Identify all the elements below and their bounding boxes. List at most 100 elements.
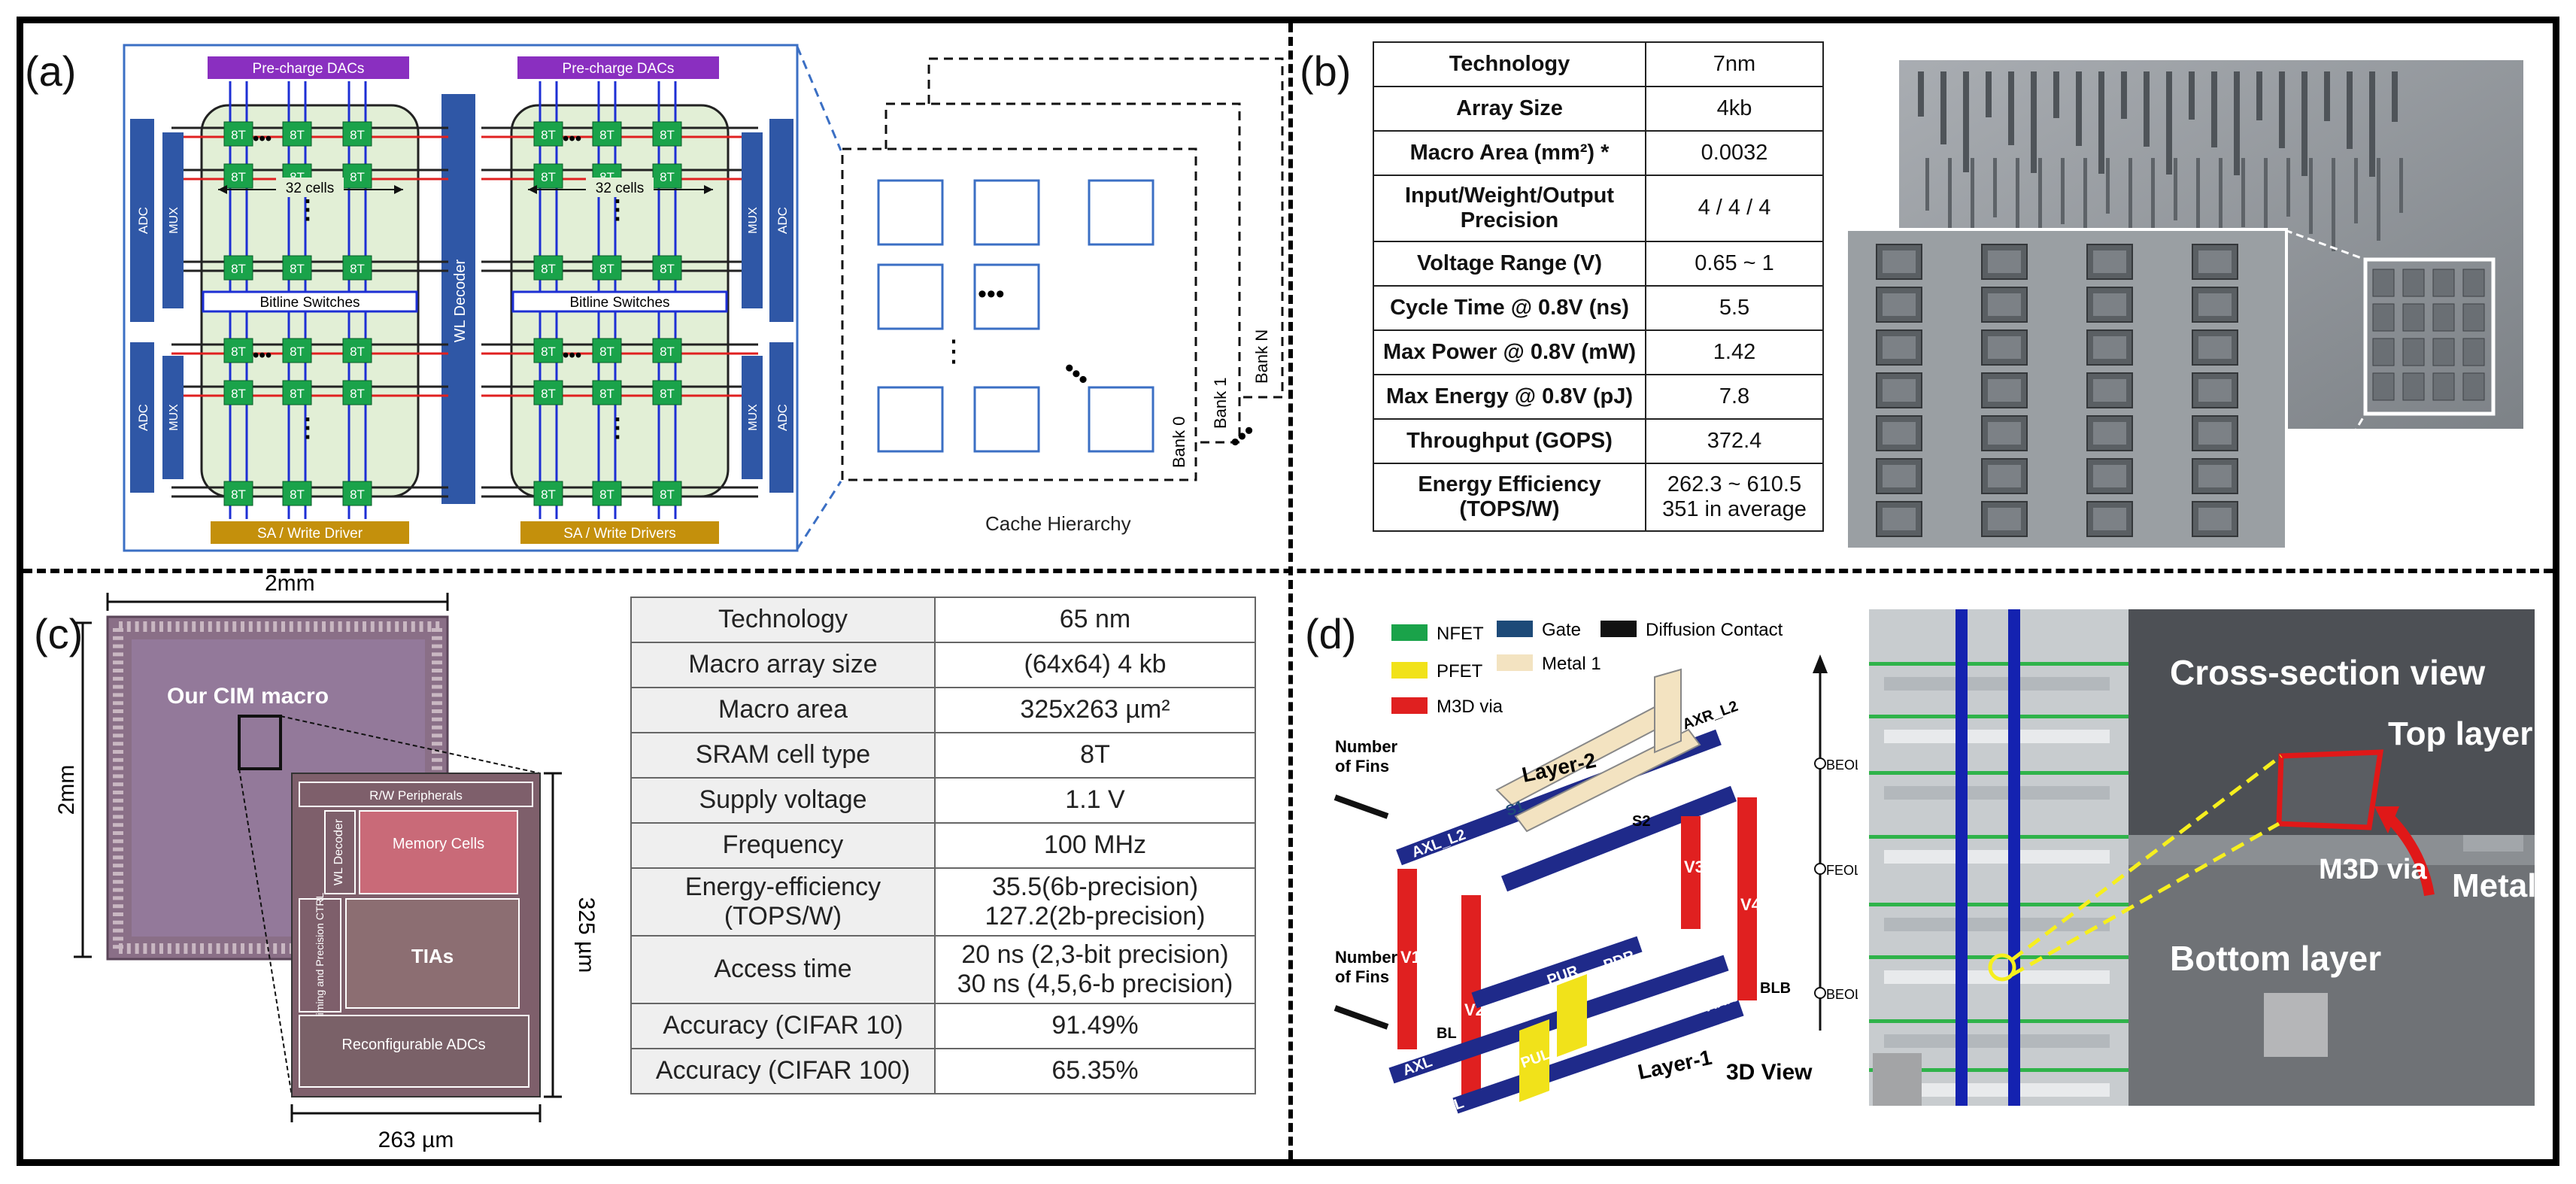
spec-c-value: 35.5(6b-precision) 127.2(2b-precision) <box>934 867 1256 937</box>
spec-b-row: Macro Area (mm²) *0.0032 <box>1373 130 1824 176</box>
spec-c-key: Accuracy (CIFAR 100) <box>630 1048 936 1094</box>
spec-b-key: Input/Weight/Output Precision <box>1373 175 1646 242</box>
svg-text:8T: 8T <box>231 345 246 359</box>
v4-label: V4 <box>1740 895 1761 914</box>
layer1-label: Layer-1 <box>1636 1046 1714 1084</box>
svg-text:ADC: ADC <box>775 207 790 234</box>
spec-c-value: 8T <box>934 732 1256 779</box>
layer2-bar-back <box>1500 785 1737 892</box>
svg-text:8T: 8T <box>231 387 246 401</box>
svg-text:ADC: ADC <box>136 404 150 431</box>
svg-text:•••: ••• <box>253 129 272 149</box>
cache-square <box>1088 386 1154 453</box>
svg-text:8T: 8T <box>660 262 675 276</box>
via-v4 <box>1737 797 1757 1000</box>
zoom-line-top <box>796 46 842 151</box>
legend-nfet: NFET <box>1437 624 1484 644</box>
precharge-label: Pre-charge DACs <box>563 61 675 77</box>
bottom-layer-label: Bottom layer <box>2170 939 2381 978</box>
v3-label: V3 <box>1684 858 1704 876</box>
spec-c-value: 1.1 V <box>934 777 1256 824</box>
timing-label: Timing and Precision CTRL <box>314 892 326 1021</box>
rw-peripherals-label: R/W Peripherals <box>369 788 463 803</box>
spec-b-key: Technology <box>1373 41 1646 87</box>
metal1-b <box>1514 728 1701 833</box>
cell-8t <box>652 255 682 281</box>
panel-a-label: (a) <box>25 47 77 95</box>
cache-square <box>1088 179 1154 246</box>
spec-b-key: Max Power @ 0.8V (mW) <box>1373 329 1646 375</box>
spec-c-value: 65.35% <box>934 1048 1256 1094</box>
svg-text:⋮: ⋮ <box>295 196 320 224</box>
spec-b-key: Energy Efficiency (TOPS/W) <box>1373 463 1646 532</box>
svg-text:8T: 8T <box>541 387 556 401</box>
legend-pfet: PFET <box>1437 661 1483 682</box>
svg-text:•••: ••• <box>563 345 581 366</box>
cache-ellipsis-h1: ••• <box>978 280 1005 308</box>
svg-text:8T: 8T <box>231 170 246 184</box>
our-cim-macro-label: Our CIM macro <box>167 684 329 709</box>
metal-label: Metal <box>2452 867 2536 904</box>
cell-8t <box>592 121 622 147</box>
spec-c-key: Technology <box>630 597 936 643</box>
feol-label: FEOL <box>1826 863 1858 878</box>
svg-text:8T: 8T <box>290 487 305 502</box>
spec-c-key: Accuracy (CIFAR 10) <box>630 1003 936 1049</box>
cell-8t <box>282 255 312 281</box>
via-v1 <box>1397 869 1417 1049</box>
cache-square <box>973 263 1040 330</box>
svg-text:8T: 8T <box>660 345 675 359</box>
cache-squares <box>877 179 1154 453</box>
pfet-a <box>1519 1019 1549 1102</box>
cell-8t <box>223 121 253 147</box>
panel-d-3d-view: NFET Gate Diffusion Contact PFET Metal 1… <box>1334 620 1858 1121</box>
wl-decoder-label: WL Decoder <box>452 259 469 342</box>
cell-8t <box>342 481 372 506</box>
svg-text:8T: 8T <box>290 387 305 401</box>
spec-c-key: Supply voltage <box>630 777 936 824</box>
wl-decoder <box>441 94 475 504</box>
cell-8t <box>223 380 253 405</box>
svg-text:8T: 8T <box>599 487 614 502</box>
spec-b-value: 372.4 <box>1645 418 1824 464</box>
svg-text:8T: 8T <box>599 128 614 142</box>
cell-8t <box>652 163 682 189</box>
spec-c-row: Accuracy (CIFAR 10)91.49% <box>630 1003 1256 1049</box>
spec-c-row: Accuracy (CIFAR 100)65.35% <box>630 1048 1256 1094</box>
svg-text:8T: 8T <box>599 262 614 276</box>
cell-8t <box>592 255 622 281</box>
cache-square <box>973 386 1040 453</box>
cache-square <box>877 386 944 453</box>
spec-c-row: Energy-efficiency (TOPS/W)35.5(6b-precis… <box>630 867 1256 937</box>
svg-text:8T: 8T <box>350 487 365 502</box>
svg-text:8T: 8T <box>350 387 365 401</box>
v1-label: V1 <box>1400 948 1421 967</box>
macro-highlight <box>238 715 282 770</box>
axr-l2-label: AXR_L2 <box>1680 698 1740 733</box>
cell-8t <box>282 338 312 363</box>
svg-text:8T: 8T <box>541 345 556 359</box>
svg-text:⋮: ⋮ <box>295 414 320 442</box>
cell-8t <box>282 380 312 405</box>
width-263-label: 263 µm <box>378 1128 454 1152</box>
svg-text:8T: 8T <box>350 170 365 184</box>
cell-8t <box>223 481 253 506</box>
spec-b-value: 5.5 <box>1645 285 1824 331</box>
spec-b-value: 0.0032 <box>1645 130 1824 176</box>
spec-b-key: Max Energy @ 0.8V (pJ) <box>1373 374 1646 420</box>
svg-text:8T: 8T <box>541 487 556 502</box>
wl-decoder-c-label: WL Decoder <box>332 818 345 885</box>
cell-8t <box>223 338 253 363</box>
svg-text:MUX: MUX <box>168 207 181 234</box>
spec-c-row: Macro array size(64x64) 4 kb <box>630 642 1256 688</box>
cell-8t <box>342 255 372 281</box>
die-texture <box>1918 71 2485 401</box>
horizontal-divider <box>23 569 2553 573</box>
